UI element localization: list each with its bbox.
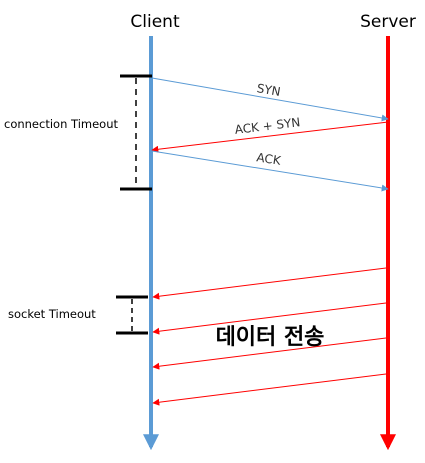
- message-ack-arrow: [151, 150, 389, 192]
- message-ack-syn-arrow: [151, 121, 389, 153]
- connection-timeout-bracket: [120, 74, 152, 191]
- server-label: Server: [360, 12, 416, 32]
- data-transfer-arrow-1: [152, 267, 387, 300]
- message-syn-label: SYN: [256, 81, 282, 99]
- socket-timeout-label: socket Timeout: [8, 307, 96, 321]
- data-transfer-arrow-2: [152, 302, 387, 335]
- socket-timeout-bracket: [116, 295, 148, 335]
- connection-timeout-label: connection Timeout: [4, 117, 118, 131]
- message-ack-label: ACK: [256, 150, 283, 168]
- client-label: Client: [130, 12, 180, 32]
- data-transfer-arrow-3: [152, 337, 387, 370]
- data-transfer-label: 데이터 전송: [216, 325, 325, 350]
- data-transfer-arrow-4: [152, 373, 387, 406]
- message-syn-arrow: [151, 77, 389, 122]
